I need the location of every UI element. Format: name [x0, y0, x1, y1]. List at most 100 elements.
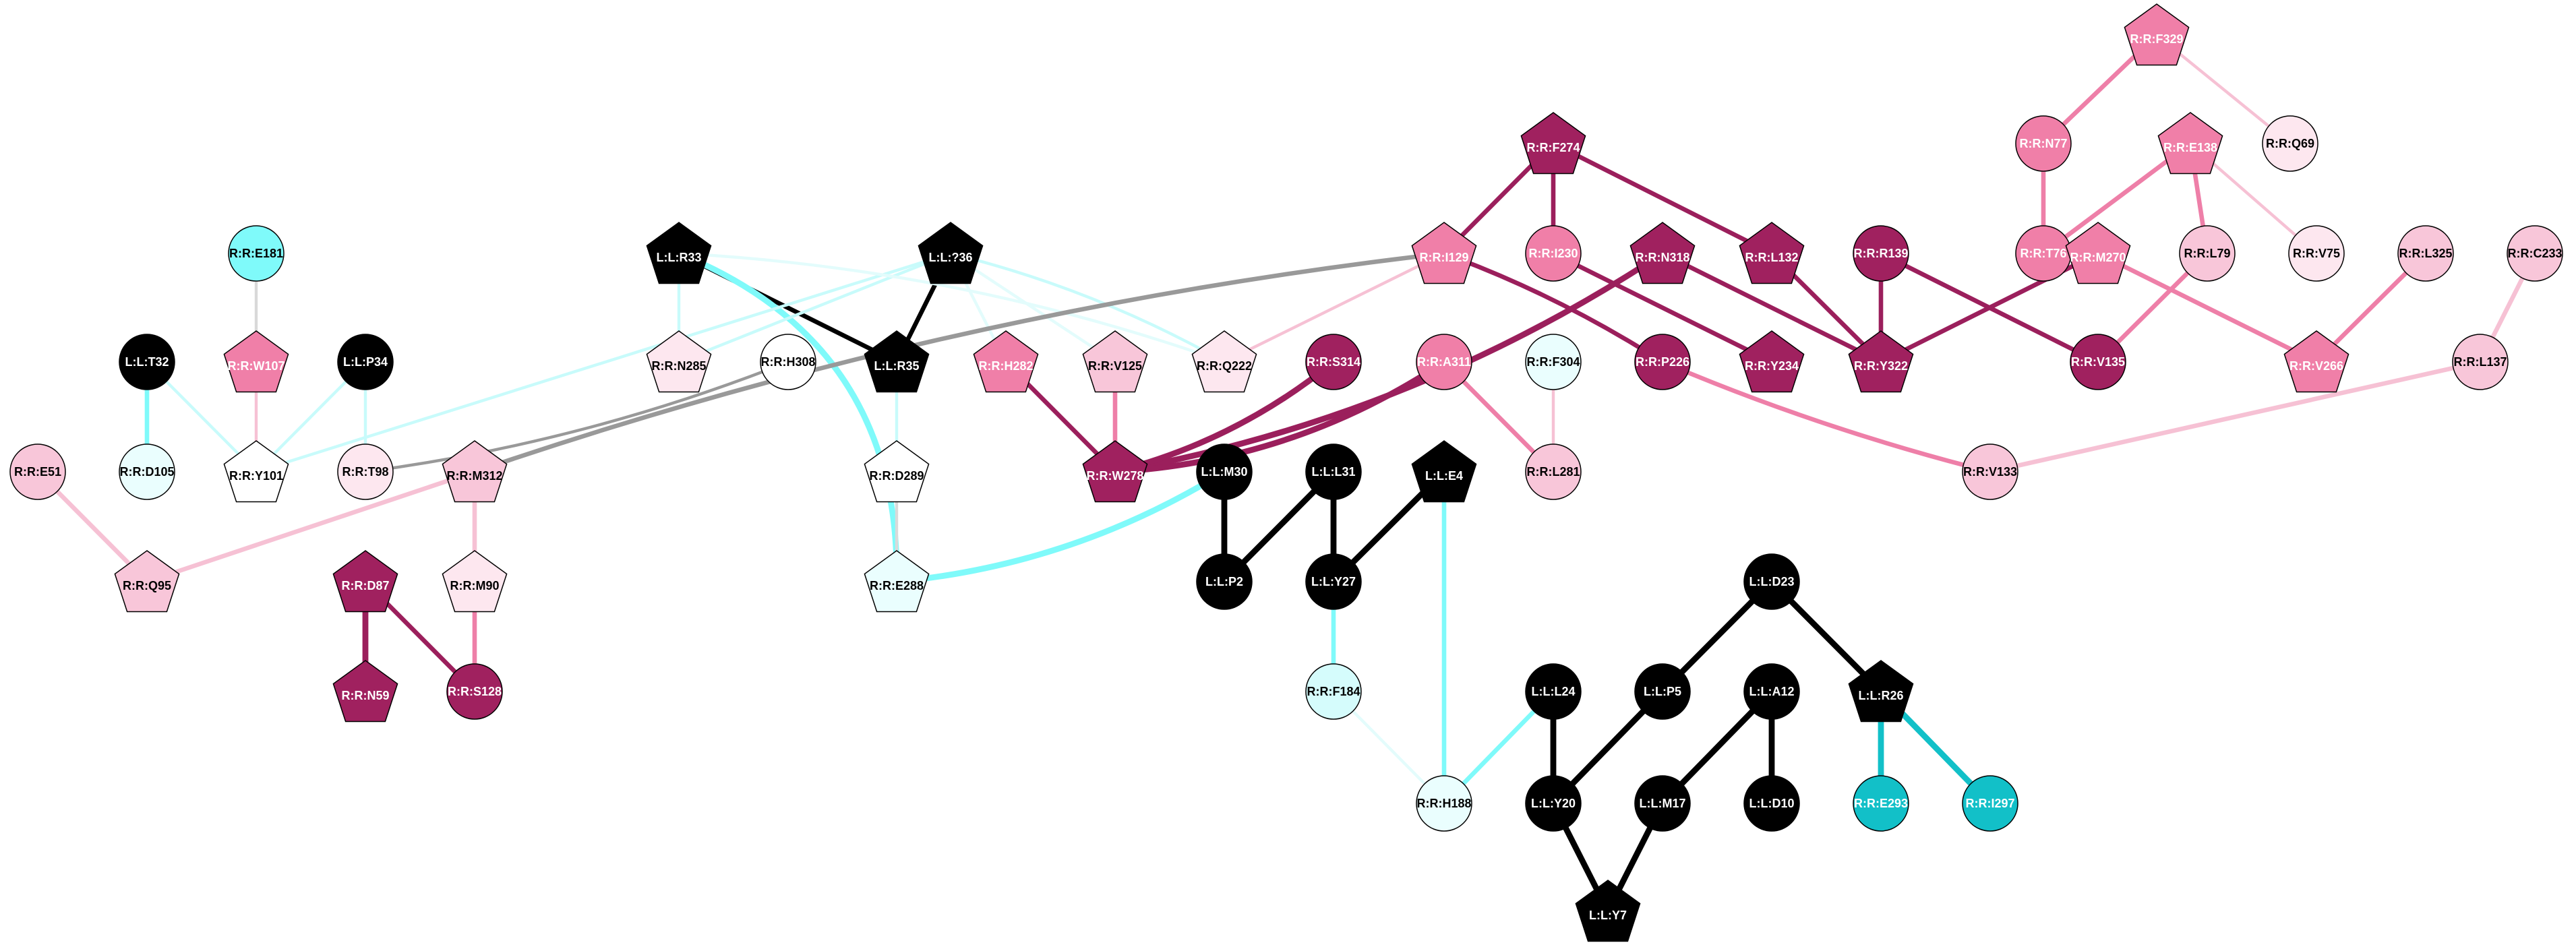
node-l-l-p34[interactable]: L:L:P34	[337, 334, 394, 390]
node-r-r-y101[interactable]: R:R:Y101	[223, 440, 289, 503]
node-r-r-s128[interactable]: R:R:S128	[446, 663, 503, 720]
node-l-l-e4[interactable]: L:L:E4	[1411, 440, 1477, 503]
node-l-l-p2[interactable]: L:L:P2	[1196, 553, 1253, 610]
node-label: R:R:R139	[1853, 247, 1908, 260]
node-r-r-e181[interactable]: R:R:E181	[228, 225, 284, 282]
node-r-r-y322[interactable]: R:R:Y322	[1848, 330, 1914, 393]
node-r-r-d87[interactable]: R:R:D87	[332, 550, 398, 613]
node-r-r-f274[interactable]: R:R:F274	[1520, 112, 1586, 175]
node-pentagon-shape	[223, 330, 289, 393]
node-r-r-n77[interactable]: R:R:N77	[2015, 115, 2072, 172]
node-l-l-y7[interactable]: L:L:Y7	[1575, 880, 1641, 942]
node-l-l-r26[interactable]: L:L:R26	[1848, 660, 1914, 723]
node-r-r-c233[interactable]: R:R:C233	[2507, 225, 2563, 282]
node-r-r-f304[interactable]: R:R:F304	[1525, 334, 1582, 390]
node-label: R:R:E181	[229, 247, 283, 260]
node-r-r-s314[interactable]: R:R:S314	[1305, 334, 1362, 390]
node-r-r-v133[interactable]: R:R:V133	[1962, 443, 2018, 500]
node-l-l-l24[interactable]: L:L:L24	[1525, 663, 1582, 720]
node-r-r-v125[interactable]: R:R:V125	[1082, 330, 1148, 393]
node-l-l-l31[interactable]: L:L:L31	[1305, 443, 1362, 500]
node-label: L:L:?36	[929, 251, 973, 264]
node-r-r-m90[interactable]: R:R:M90	[442, 550, 508, 613]
node-pentagon-shape	[864, 330, 930, 393]
node-label: R:R:S128	[448, 685, 502, 698]
node-r-r-l79[interactable]: R:R:L79	[2179, 225, 2236, 282]
node-pentagon-shape	[864, 440, 930, 503]
node-r-r-e51[interactable]: R:R:E51	[9, 443, 66, 500]
node-l-l-t32[interactable]: L:L:T32	[119, 334, 175, 390]
node-label: R:R:F184	[1307, 685, 1360, 698]
node-l-l-36[interactable]: L:L:?36	[918, 222, 984, 284]
node-r-r-l137[interactable]: R:R:L137	[2452, 334, 2509, 390]
node-circle-shape	[1634, 663, 1691, 720]
node-l-l-m17[interactable]: L:L:M17	[1634, 775, 1691, 832]
node-label: R:R:H308	[760, 355, 815, 369]
node-l-l-p5[interactable]: L:L:P5	[1634, 663, 1691, 720]
node-r-r-n318[interactable]: R:R:N318	[1629, 222, 1696, 284]
node-l-l-y27[interactable]: L:L:Y27	[1305, 553, 1362, 610]
node-circle-shape	[337, 443, 394, 500]
node-r-r-t98[interactable]: R:R:T98	[337, 443, 394, 500]
node-r-r-q222[interactable]: R:R:Q222	[1191, 330, 1257, 393]
node-r-r-m312[interactable]: R:R:M312	[442, 440, 508, 503]
node-l-l-d23[interactable]: L:L:D23	[1743, 553, 1800, 610]
node-r-r-i297[interactable]: R:R:I297	[1962, 775, 2018, 832]
edges-layer	[35, 32, 2538, 915]
node-label: R:R:H188	[1416, 797, 1471, 810]
node-r-r-h282[interactable]: R:R:H282	[973, 330, 1039, 393]
node-label: R:R:Q222	[1197, 359, 1252, 373]
node-label: R:R:E293	[1854, 797, 1908, 810]
node-r-r-a311[interactable]: R:R:A311	[1416, 334, 1472, 390]
edge-r-r-s314-to-r-r-w278	[1112, 359, 1337, 475]
node-r-r-f184[interactable]: R:R:F184	[1305, 663, 1362, 720]
node-label: R:R:N318	[1635, 251, 1689, 264]
node-circle-shape	[119, 443, 175, 500]
node-pentagon-shape	[332, 550, 398, 613]
node-r-r-e293[interactable]: R:R:E293	[1853, 775, 1909, 832]
node-r-r-m270[interactable]: R:R:M270	[2065, 222, 2131, 284]
node-r-r-p226[interactable]: R:R:P226	[1634, 334, 1691, 390]
node-l-l-r33[interactable]: L:L:R33	[646, 222, 712, 284]
node-label: R:R:D289	[869, 469, 924, 483]
node-r-r-v266[interactable]: R:R:V266	[2283, 330, 2349, 393]
node-label: R:R:Q69	[2266, 137, 2314, 150]
node-l-l-r35[interactable]: L:L:R35	[864, 330, 930, 393]
node-r-r-v135[interactable]: R:R:V135	[2070, 334, 2126, 390]
node-r-r-d105[interactable]: R:R:D105	[119, 443, 175, 500]
node-pentagon-shape	[442, 440, 508, 503]
node-r-r-h308[interactable]: R:R:H308	[760, 334, 816, 390]
node-r-r-n59[interactable]: R:R:N59	[332, 660, 398, 723]
node-r-r-q69[interactable]: R:R:Q69	[2262, 115, 2318, 172]
node-r-r-q95[interactable]: R:R:Q95	[114, 550, 180, 613]
node-r-r-e138[interactable]: R:R:E138	[2157, 112, 2223, 175]
node-r-r-l132[interactable]: R:R:L132	[1739, 222, 1805, 284]
node-l-l-y20[interactable]: L:L:Y20	[1525, 775, 1582, 832]
node-pentagon-shape	[332, 660, 398, 723]
node-r-r-r139[interactable]: R:R:R139	[1853, 225, 1909, 282]
node-pentagon-shape	[2157, 112, 2223, 175]
node-r-r-d289[interactable]: R:R:D289	[864, 440, 930, 503]
edge-r-r-m270-to-r-r-v266	[2095, 251, 2319, 365]
node-r-r-h188[interactable]: R:R:H188	[1416, 775, 1472, 832]
node-label: L:L:P34	[343, 355, 388, 369]
node-l-l-m30[interactable]: L:L:M30	[1196, 443, 1253, 500]
node-r-r-n285[interactable]: R:R:N285	[646, 330, 712, 393]
node-r-r-t76[interactable]: R:R:T76	[2015, 225, 2072, 282]
node-r-r-i230[interactable]: R:R:I230	[1525, 225, 1582, 282]
node-r-r-w278[interactable]: R:R:W278	[1082, 440, 1148, 503]
node-r-r-l281[interactable]: R:R:L281	[1525, 443, 1582, 500]
node-r-r-l325[interactable]: R:R:L325	[2397, 225, 2454, 282]
node-r-r-i129[interactable]: R:R:I129	[1411, 222, 1477, 284]
node-pentagon-shape	[2283, 330, 2349, 393]
node-l-l-a12[interactable]: L:L:A12	[1743, 663, 1800, 720]
node-r-r-w107[interactable]: R:R:W107	[223, 330, 289, 393]
node-r-r-y234[interactable]: R:R:Y234	[1739, 330, 1805, 393]
edge-r-r-m312-to-r-r-i129	[472, 251, 1447, 474]
node-l-l-d10[interactable]: L:L:D10	[1743, 775, 1800, 832]
node-r-r-e288[interactable]: R:R:E288	[864, 550, 930, 613]
node-pentagon-shape	[1411, 222, 1477, 284]
node-r-r-v75[interactable]: R:R:V75	[2288, 225, 2345, 282]
node-r-r-f329[interactable]: R:R:F329	[2124, 3, 2190, 66]
node-label: R:R:Y322	[1854, 359, 1908, 373]
